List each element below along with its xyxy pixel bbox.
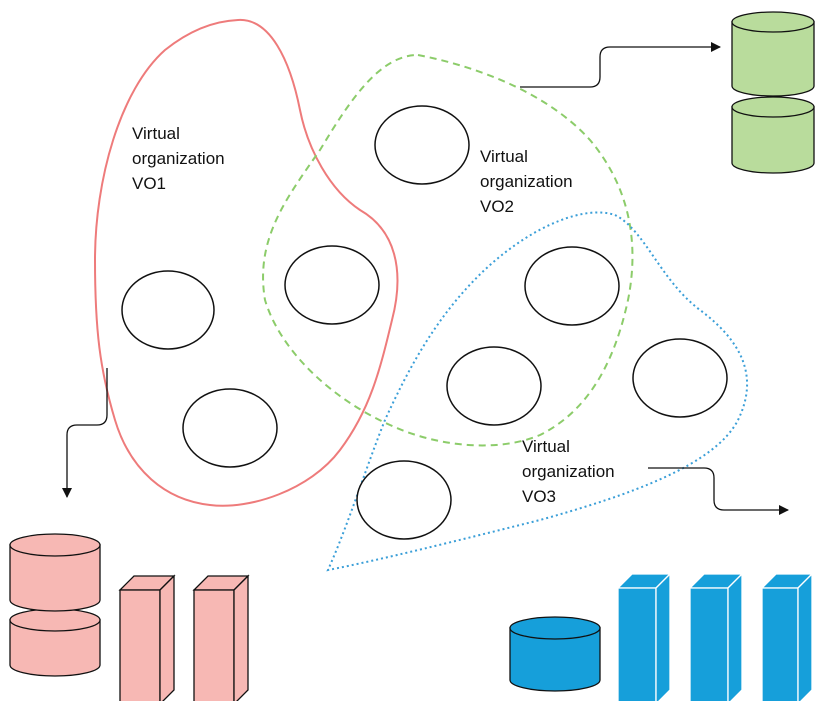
- member-node: [121, 270, 215, 350]
- vo3-server-icon: [688, 572, 744, 701]
- vo3-label-line3: VO3: [522, 487, 557, 506]
- vo3-label: Virtual organization VO3: [522, 434, 615, 509]
- member-node: [182, 388, 278, 468]
- member-node: [446, 346, 542, 426]
- vo3-server-icon: [616, 572, 672, 701]
- vo1-label-line3: VO1: [132, 174, 167, 193]
- vo2-label-line2: organization: [480, 172, 573, 191]
- vo2-storage-stack-icon: [731, 11, 815, 174]
- member-node: [284, 245, 380, 325]
- vo2-label-line3: VO2: [480, 197, 515, 216]
- vo1-label-line1: Virtual: [132, 124, 180, 143]
- vo1-label: Virtual organization VO1: [132, 121, 225, 196]
- member-node: [356, 460, 452, 540]
- vo2-label-line1: Virtual: [480, 147, 528, 166]
- vo1-server-icon: [118, 574, 176, 701]
- vo2-label: Virtual organization VO2: [480, 144, 573, 219]
- vo2-resource-arrow: [520, 42, 721, 88]
- member-node: [374, 105, 470, 185]
- vo1-boundary: [93, 18, 399, 507]
- vo3-label-line2: organization: [522, 462, 615, 481]
- vo3-server-icon: [760, 572, 814, 701]
- member-node: [524, 246, 620, 326]
- vo3-storage-icon: [509, 616, 601, 692]
- vo2-boundary: [262, 53, 634, 447]
- vo1-resource-arrow: [62, 368, 108, 498]
- vo1-storage-stack-icon: [9, 533, 101, 677]
- vo3-resource-arrow: [648, 467, 789, 515]
- vo1-server-icon: [192, 574, 250, 701]
- vo3-label-line1: Virtual: [522, 437, 570, 456]
- vo1-label-line2: organization: [132, 149, 225, 168]
- vo3-boundary: [326, 211, 748, 572]
- member-node: [632, 338, 728, 418]
